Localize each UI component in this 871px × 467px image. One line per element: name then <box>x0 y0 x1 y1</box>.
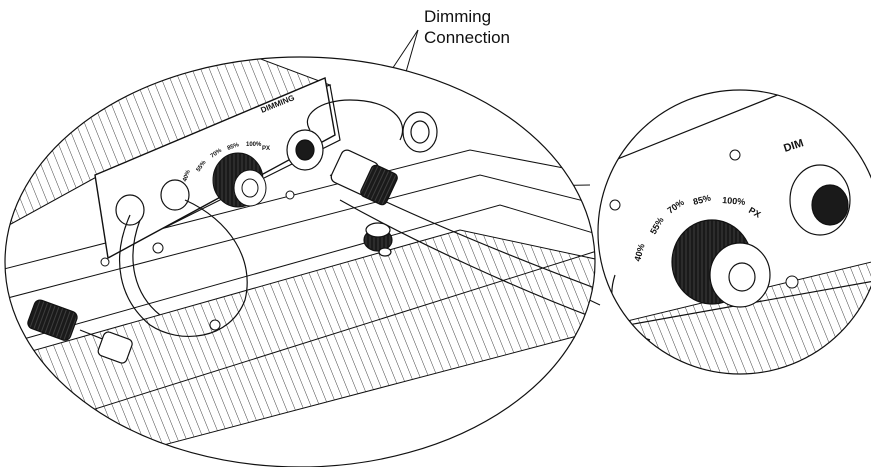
cables <box>119 99 595 337</box>
scale-label: 85% <box>692 193 712 207</box>
detail-view-outline <box>597 89 871 375</box>
dimming-dial: 40% 55% 70% 85% 100% PX <box>182 142 270 208</box>
detail-connector <box>789 164 851 236</box>
detail-dimming-dial <box>671 219 771 308</box>
callout-line-1: Dimming <box>424 7 492 26</box>
scale-label: 85% <box>227 142 241 152</box>
scale-label: 40% <box>632 243 646 263</box>
scale-label: 100% <box>722 195 746 207</box>
detail-screws <box>609 149 799 289</box>
dimming-connector <box>286 111 438 206</box>
dimming-connection-callout: Dimming Connection <box>424 6 510 48</box>
thumb-screw <box>363 222 393 257</box>
scale-label: 40% <box>182 169 192 183</box>
mounting-rail <box>5 149 595 467</box>
cable-glands <box>115 179 190 226</box>
power-connector <box>27 299 133 364</box>
main-view-outline <box>4 56 596 467</box>
scale-label: 100% <box>246 142 262 148</box>
main-view: DIMMING 40% 55% 70% 85% 100% PX <box>5 57 595 467</box>
screws <box>100 190 295 331</box>
callout-line-2: Connection <box>424 28 511 47</box>
scale-label: PX <box>262 146 270 152</box>
detail-dim-label: DIM <box>782 137 805 155</box>
